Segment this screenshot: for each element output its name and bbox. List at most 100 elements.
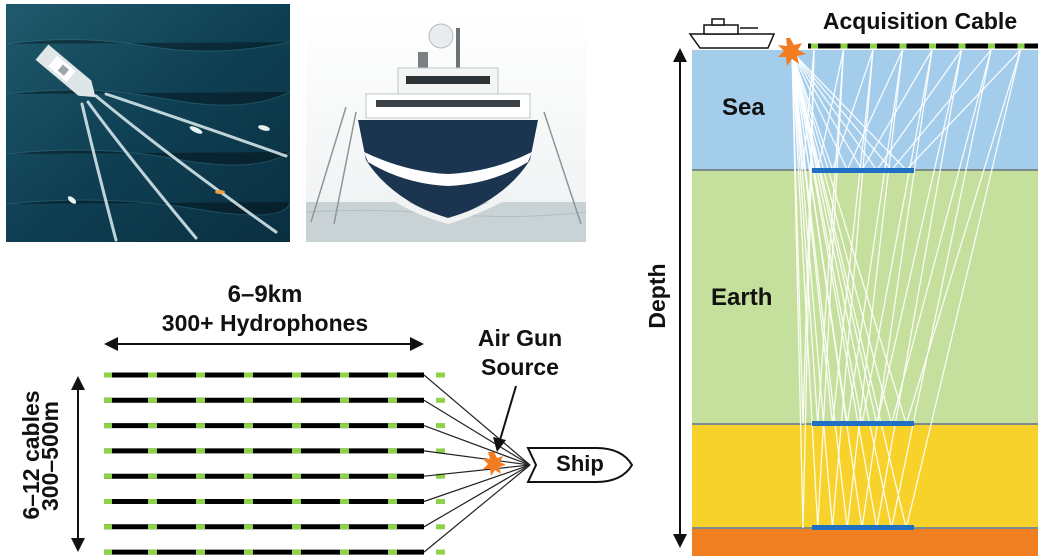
hydrophone	[148, 423, 157, 429]
hydrophone	[292, 397, 301, 403]
hydrophone	[388, 549, 397, 555]
receiver-hydrophone	[811, 43, 818, 49]
hydrophone	[340, 499, 349, 504]
hydrophone	[196, 524, 205, 530]
orange-layer	[692, 528, 1038, 556]
source-label-line1: Air Gun	[477, 325, 563, 351]
hydrophone	[340, 473, 349, 479]
hydrophone	[436, 549, 445, 555]
tow-line	[423, 374, 531, 466]
surface-source-burst-icon	[778, 38, 806, 66]
spread-arrow	[71, 376, 85, 552]
hydrophone	[148, 448, 157, 454]
tow-lines	[423, 374, 531, 553]
survey-vessel-photo	[306, 12, 586, 242]
hydrophone	[104, 372, 112, 378]
hydrophone	[244, 524, 253, 530]
receiver-hydrophone	[870, 43, 877, 49]
hydrophone	[244, 549, 253, 555]
hydrophone	[436, 473, 445, 479]
tow-line	[423, 464, 531, 477]
hydrophone	[148, 397, 157, 403]
depth-label: Depth	[644, 263, 670, 329]
hydrophone	[436, 448, 445, 454]
source-pointer-arrow	[493, 385, 517, 452]
source-label-line2: Source	[481, 354, 559, 380]
hydrophone	[340, 448, 349, 454]
sea-layer-label: Sea	[722, 94, 765, 121]
spread-label: 300–500m	[37, 401, 63, 511]
hydrophone	[292, 423, 301, 429]
depth-arrow	[673, 48, 687, 548]
yellow-layer	[692, 424, 1038, 528]
hydrophone	[196, 397, 205, 403]
reflector-1	[812, 168, 914, 173]
hydrophone	[104, 499, 112, 504]
earth-layer	[692, 170, 1038, 424]
hydrophones-label: 300+ Hydrophones	[161, 310, 369, 336]
hydrophone	[340, 549, 349, 555]
acquisition-cable-title: Acquisition Cable	[822, 8, 1018, 34]
reflector-3	[812, 525, 914, 530]
receiver-hydrophone	[988, 43, 995, 49]
acquisition-cable	[808, 43, 1038, 49]
hydrophone	[196, 423, 205, 429]
hydrophone	[104, 549, 112, 555]
ship-label: Ship	[556, 451, 604, 476]
air-gun-burst-icon	[483, 452, 506, 476]
length-label: 6–9km	[227, 281, 303, 308]
hydrophone	[148, 499, 157, 504]
tow-line	[423, 464, 531, 528]
hydrophone	[244, 499, 253, 504]
earth-layer-label: Earth	[711, 284, 773, 311]
hydrophone	[104, 524, 112, 530]
hydrophone	[196, 372, 205, 378]
hydrophone	[196, 473, 205, 479]
hydrophone	[104, 448, 112, 454]
hydrophone	[148, 372, 157, 378]
hydrophone	[436, 524, 445, 530]
hydrophone	[104, 473, 112, 479]
hydrophone	[436, 423, 445, 429]
hydrophone	[292, 499, 301, 504]
hydrophone	[104, 423, 112, 429]
streamer-cables	[104, 372, 445, 555]
reflector-2	[812, 421, 914, 426]
hydrophone	[340, 397, 349, 403]
hydrophone	[148, 549, 157, 555]
hydrophone	[340, 372, 349, 378]
hydrophone	[340, 423, 349, 429]
hydrophone	[436, 372, 445, 378]
hydrophone	[340, 524, 349, 530]
hydrophone	[244, 423, 253, 429]
hydrophone	[388, 473, 397, 479]
hydrophone	[292, 372, 301, 378]
tow-line	[423, 399, 531, 466]
hydrophone	[388, 423, 397, 429]
hydrophone	[148, 524, 157, 530]
aerial-survey-photo	[6, 4, 290, 242]
hydrophone	[244, 473, 253, 479]
hydrophone	[436, 397, 445, 403]
small-ship-icon	[688, 18, 776, 49]
receiver-hydrophone	[840, 43, 848, 49]
hydrophone	[388, 372, 397, 378]
receiver-hydrophone	[958, 43, 966, 49]
hydrophone	[244, 372, 253, 378]
ship-icon	[526, 447, 634, 483]
tow-line	[423, 425, 531, 466]
receiver-hydrophone	[1017, 43, 1025, 49]
hydrophone	[244, 397, 253, 403]
length-arrow	[104, 337, 424, 351]
hydrophone	[196, 549, 205, 555]
hydrophone	[292, 473, 301, 479]
hydrophone	[388, 448, 397, 454]
hydrophone	[244, 448, 253, 454]
receiver-hydrophone	[929, 43, 936, 49]
hydrophone	[196, 499, 205, 504]
receiver-hydrophone	[899, 43, 907, 49]
hydrophone	[436, 499, 445, 504]
hydrophone	[148, 473, 157, 479]
